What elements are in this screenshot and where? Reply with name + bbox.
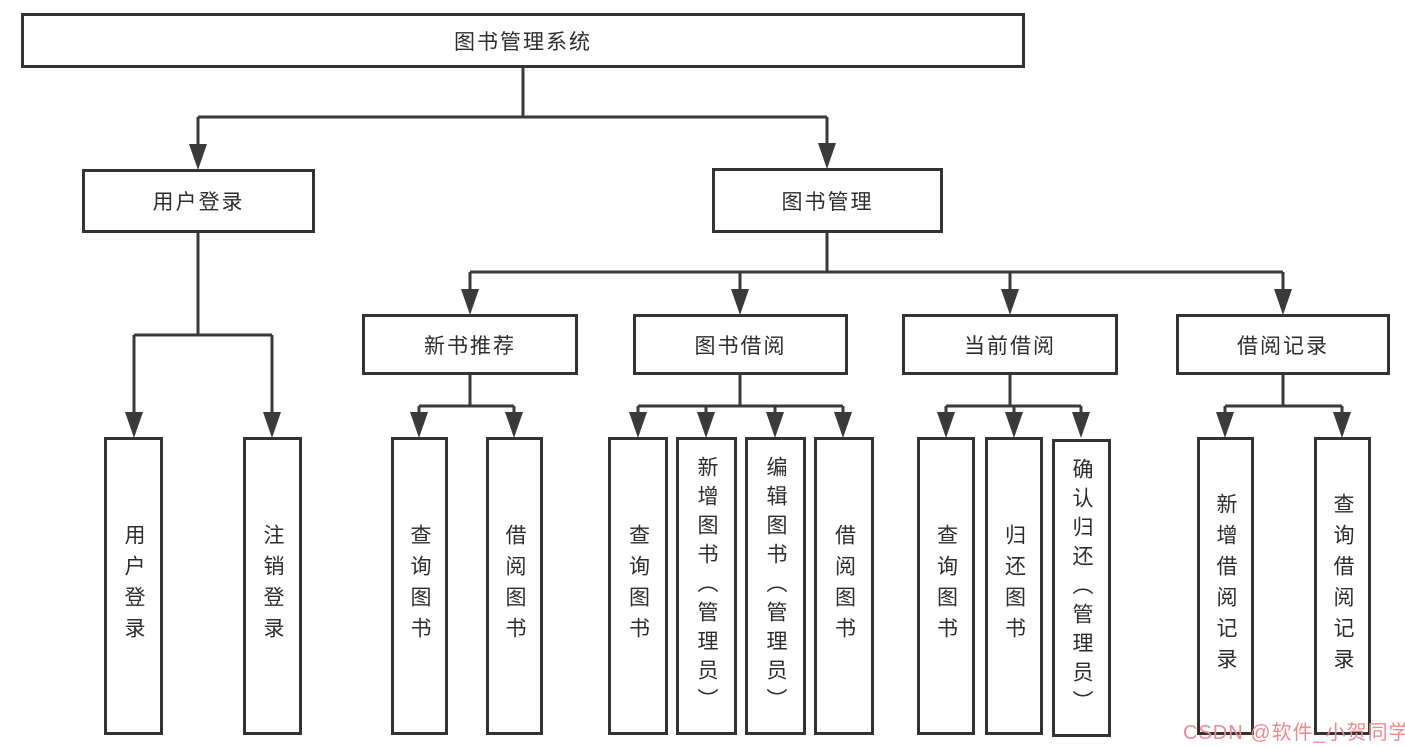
leaf-confirm-return-admin: 确认归还（管理员） bbox=[1052, 439, 1111, 737]
node-root-system: 图书管理系统 bbox=[21, 13, 1025, 68]
node-book-management: 图书管理 bbox=[712, 168, 943, 233]
leaf-logout-login: 注销登录 bbox=[243, 437, 302, 735]
leaf-add-borrow-record: 新增借阅记录 bbox=[1197, 437, 1254, 735]
leaf-query-borrow-record: 查询借阅记录 bbox=[1314, 437, 1371, 735]
leaf-borrow-books-recommend: 借阅图书 bbox=[486, 437, 543, 735]
leaf-user-login: 用户登录 bbox=[104, 437, 163, 735]
leaf-borrow-books: 借阅图书 bbox=[814, 437, 874, 735]
leaf-query-books-borrow: 查询图书 bbox=[608, 437, 668, 735]
leaf-edit-books-admin: 编辑图书（管理员） bbox=[745, 437, 806, 735]
csdn-watermark: CSDN @软件_小贺同学 bbox=[1183, 722, 1405, 744]
node-book-borrow: 图书借阅 bbox=[633, 314, 848, 375]
node-new-book-recommend: 新书推荐 bbox=[362, 314, 578, 375]
leaf-add-books-admin: 新增图书（管理员） bbox=[676, 437, 737, 735]
leaf-query-books-current: 查询图书 bbox=[917, 437, 975, 735]
node-borrow-records: 借阅记录 bbox=[1176, 314, 1390, 375]
node-current-borrow: 当前借阅 bbox=[902, 314, 1118, 375]
node-user-login: 用户登录 bbox=[82, 169, 315, 233]
leaf-return-books: 归还图书 bbox=[985, 437, 1043, 735]
leaf-query-books-recommend: 查询图书 bbox=[391, 437, 448, 735]
